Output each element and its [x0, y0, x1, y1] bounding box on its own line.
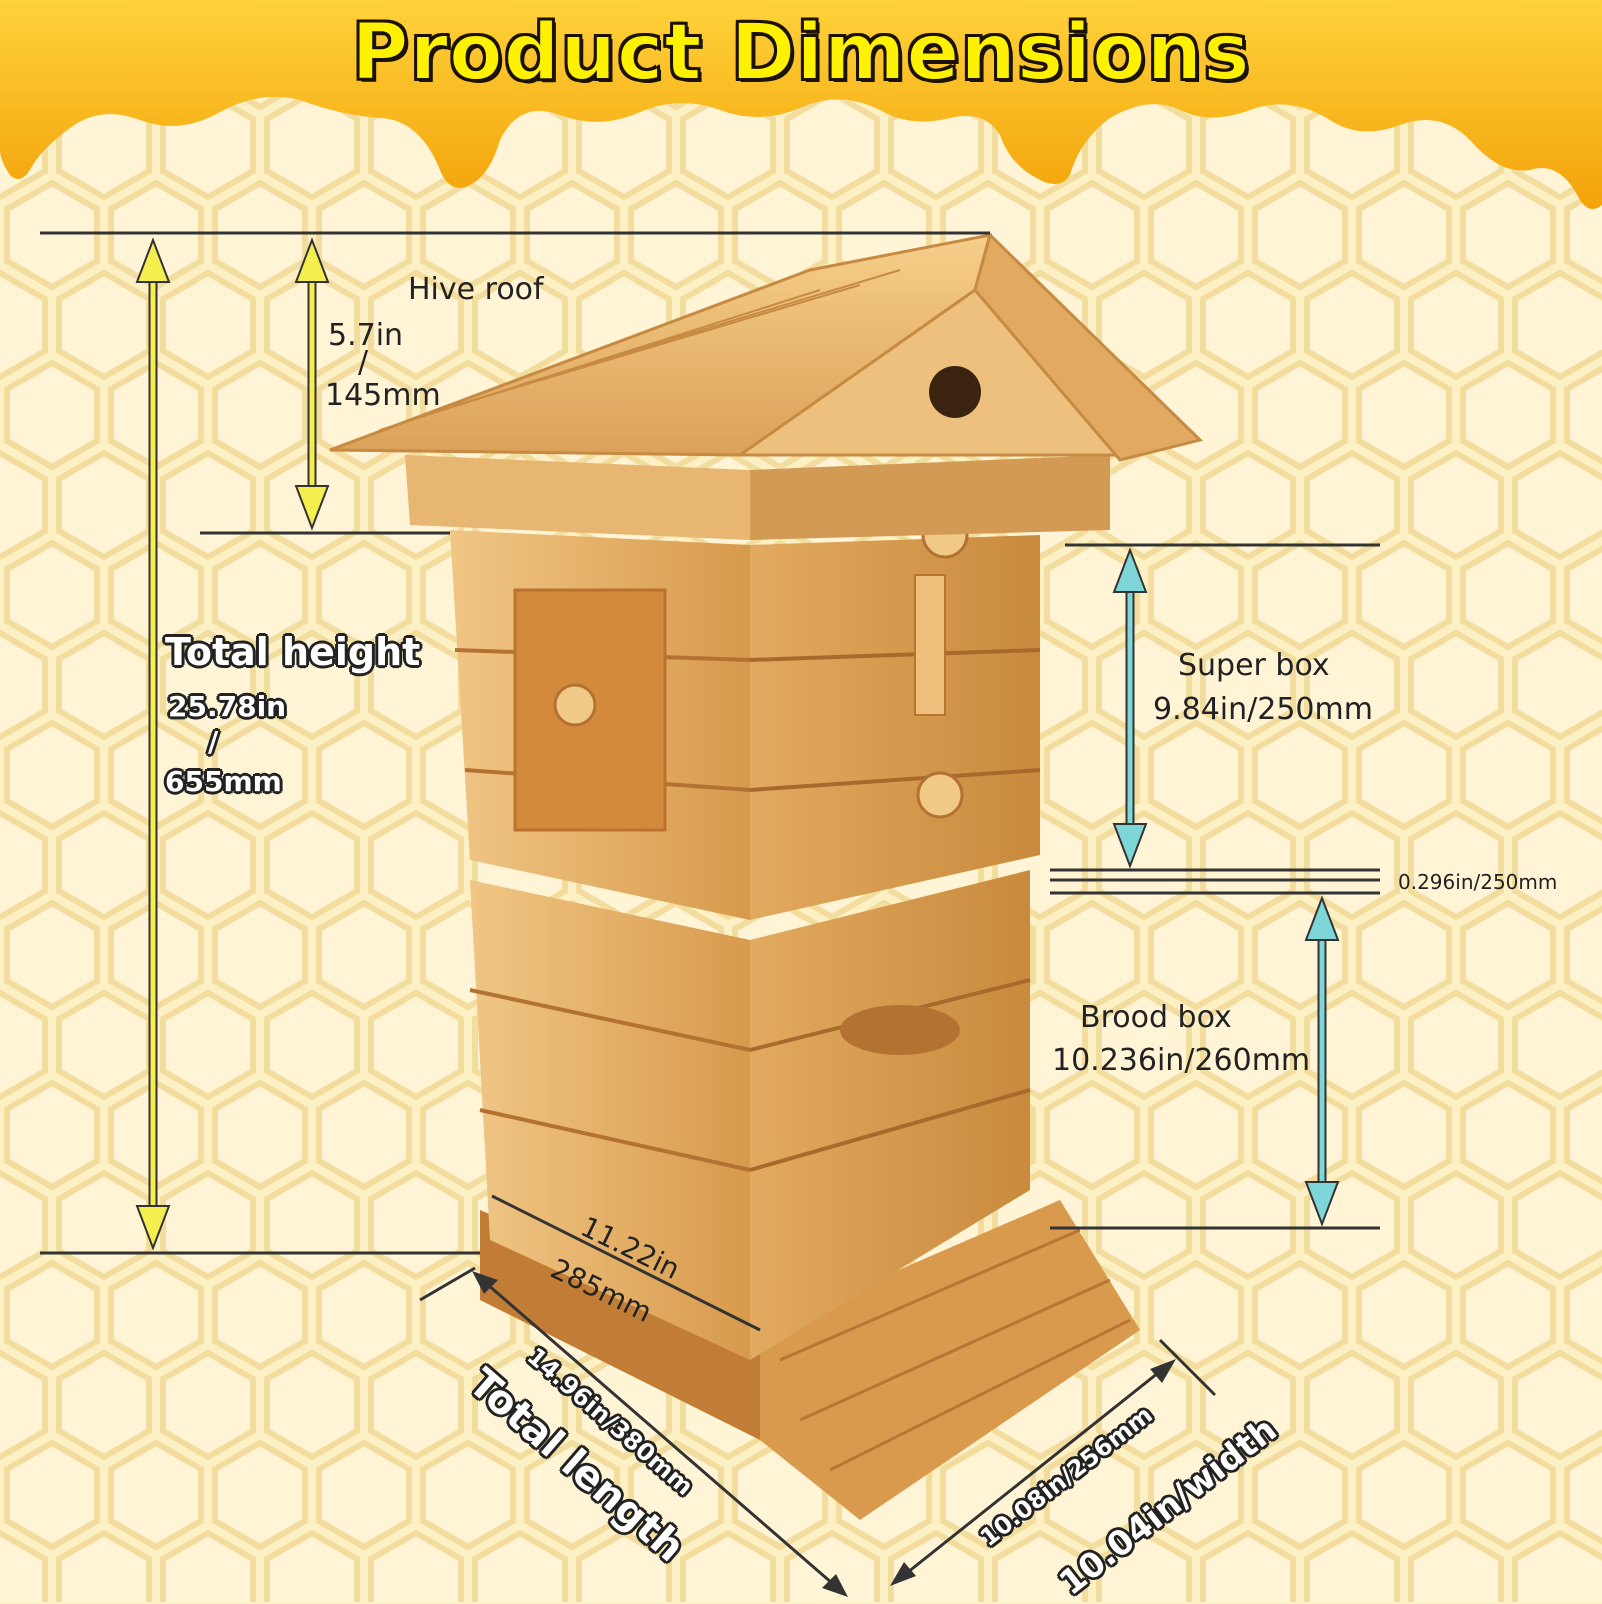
total-width-arrow — [890, 1338, 1217, 1586]
hive-roof-inch: 5.7in — [328, 318, 404, 353]
total-height-separator: / — [208, 725, 219, 758]
brood-box-front — [750, 870, 1030, 1360]
super-box-arrow — [1112, 547, 1148, 869]
brood-box-arrow — [1304, 895, 1340, 1227]
super-box-front — [750, 535, 1040, 920]
brood-box-label: Brood box — [1080, 1000, 1232, 1035]
super-box-knob-bottom — [916, 771, 964, 819]
hive-roof-separator: / — [358, 345, 369, 380]
total-height-mm: 655mm — [165, 765, 282, 798]
super-box-label: Super box — [1178, 648, 1330, 683]
honey-drip-header — [0, 0, 1602, 209]
total-height-label: Total height — [165, 630, 421, 674]
brood-box-handle — [840, 1005, 960, 1055]
base-length-line — [491, 1194, 761, 1332]
total-height-inch: 25.78in — [168, 690, 287, 723]
roof-base-front — [750, 455, 1110, 540]
page-title: Product Dimensions — [350, 7, 1251, 99]
roof-base-side — [405, 455, 750, 540]
gap-value: 0.296in/250mm — [1398, 870, 1558, 894]
side-knob — [553, 683, 597, 727]
total-height-arrow — [135, 237, 171, 1251]
ventilation-hole — [929, 366, 981, 418]
roof-right-panel — [973, 232, 1203, 462]
hive-roof-mm: 145mm — [325, 378, 441, 413]
hive-roof-arrow — [294, 237, 330, 531]
brood-box-value: 10.236in/260mm — [1052, 1043, 1311, 1078]
total-length-arrow — [419, 1266, 848, 1597]
landing-board — [760, 1200, 1140, 1520]
hive-roof-label: Hive roof — [408, 272, 544, 307]
super-box-value: 9.84in/250mm — [1153, 692, 1373, 727]
brood-box-side — [470, 880, 750, 1360]
